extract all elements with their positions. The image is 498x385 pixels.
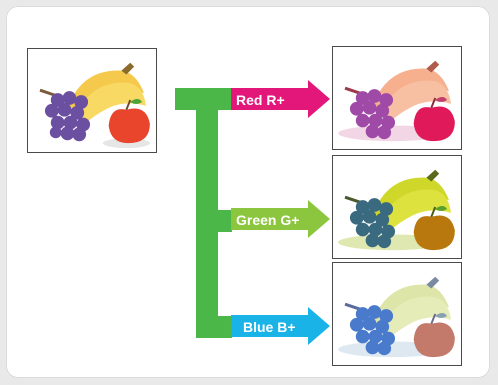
connector-branch-green: [196, 210, 232, 232]
green-output-label: Green G+: [236, 213, 299, 227]
blue-output-photo: [332, 262, 462, 366]
connector-branch-blue: [196, 316, 232, 338]
apple-icon: [414, 97, 455, 141]
fruit-illustration-green: [333, 156, 461, 258]
apple-icon: [414, 206, 455, 250]
green-output-photo: [332, 155, 462, 259]
red-output-photo: [332, 46, 462, 150]
blue-output-label: Blue B+: [243, 320, 296, 334]
fruit-illustration-blue: [333, 263, 461, 365]
red-output-label: Red R+: [236, 93, 285, 107]
apple-icon: [414, 313, 455, 357]
fruit-illustration-red: [333, 47, 461, 149]
connector-tree: [175, 88, 232, 338]
